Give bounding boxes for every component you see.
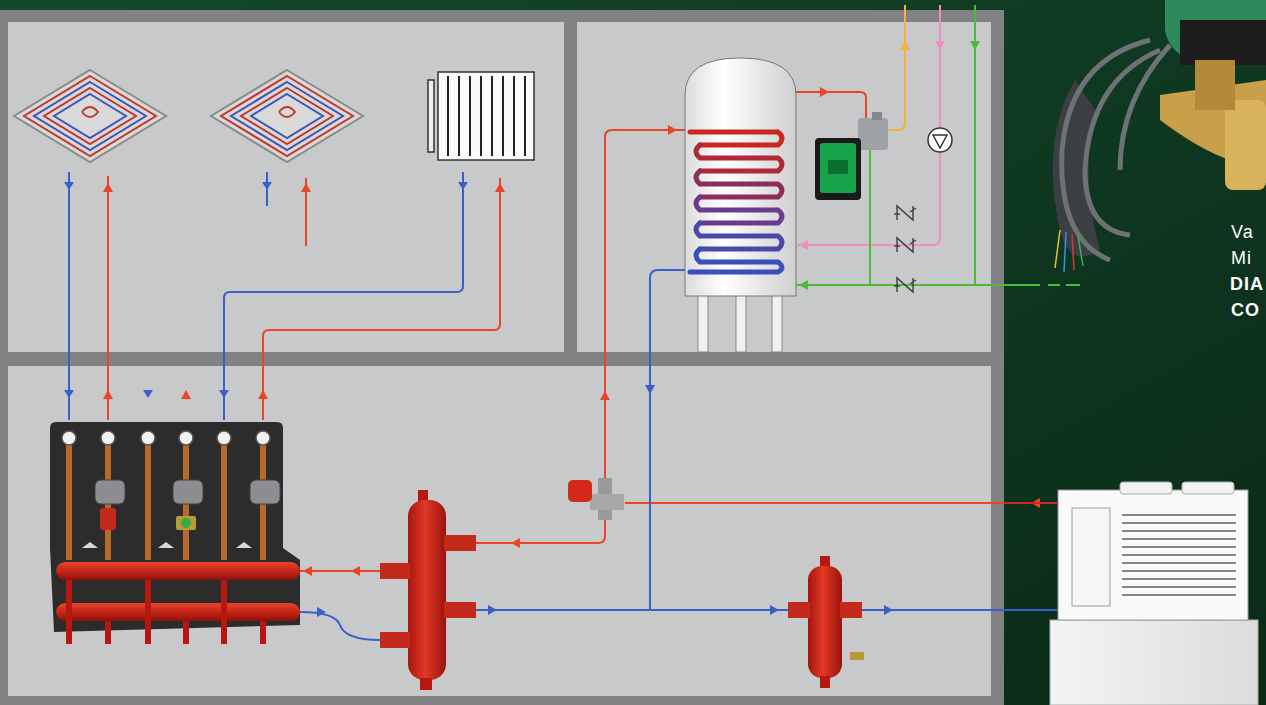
- heat-pump-unit: [1004, 482, 1258, 705]
- heating-pipes: [69, 172, 500, 420]
- diverting-valve: [568, 478, 624, 520]
- underfloor-coil: [14, 70, 166, 162]
- callout-text: DIA: [1230, 273, 1264, 295]
- thermostatic-mixer: [815, 112, 888, 200]
- valve-actuator-photo: [1053, 0, 1266, 272]
- callout-text: CO: [1231, 299, 1260, 321]
- check-valve: [894, 206, 916, 292]
- flow-arrows: [64, 182, 505, 399]
- flow-arrows: [799, 41, 980, 290]
- radiator: [428, 72, 534, 160]
- hydraulic-separator: [380, 490, 476, 690]
- callout-text: Va: [1231, 221, 1254, 243]
- pump-manifold: [50, 422, 300, 644]
- callout-text: Mi: [1231, 247, 1252, 269]
- hot-water-tank: [685, 58, 796, 352]
- underfloor-coil: [211, 70, 363, 162]
- building: [0, 10, 1004, 705]
- recirculation-pump: [928, 128, 952, 152]
- domestic-water-pipes: [796, 5, 1080, 285]
- dirt-separator: [788, 556, 864, 688]
